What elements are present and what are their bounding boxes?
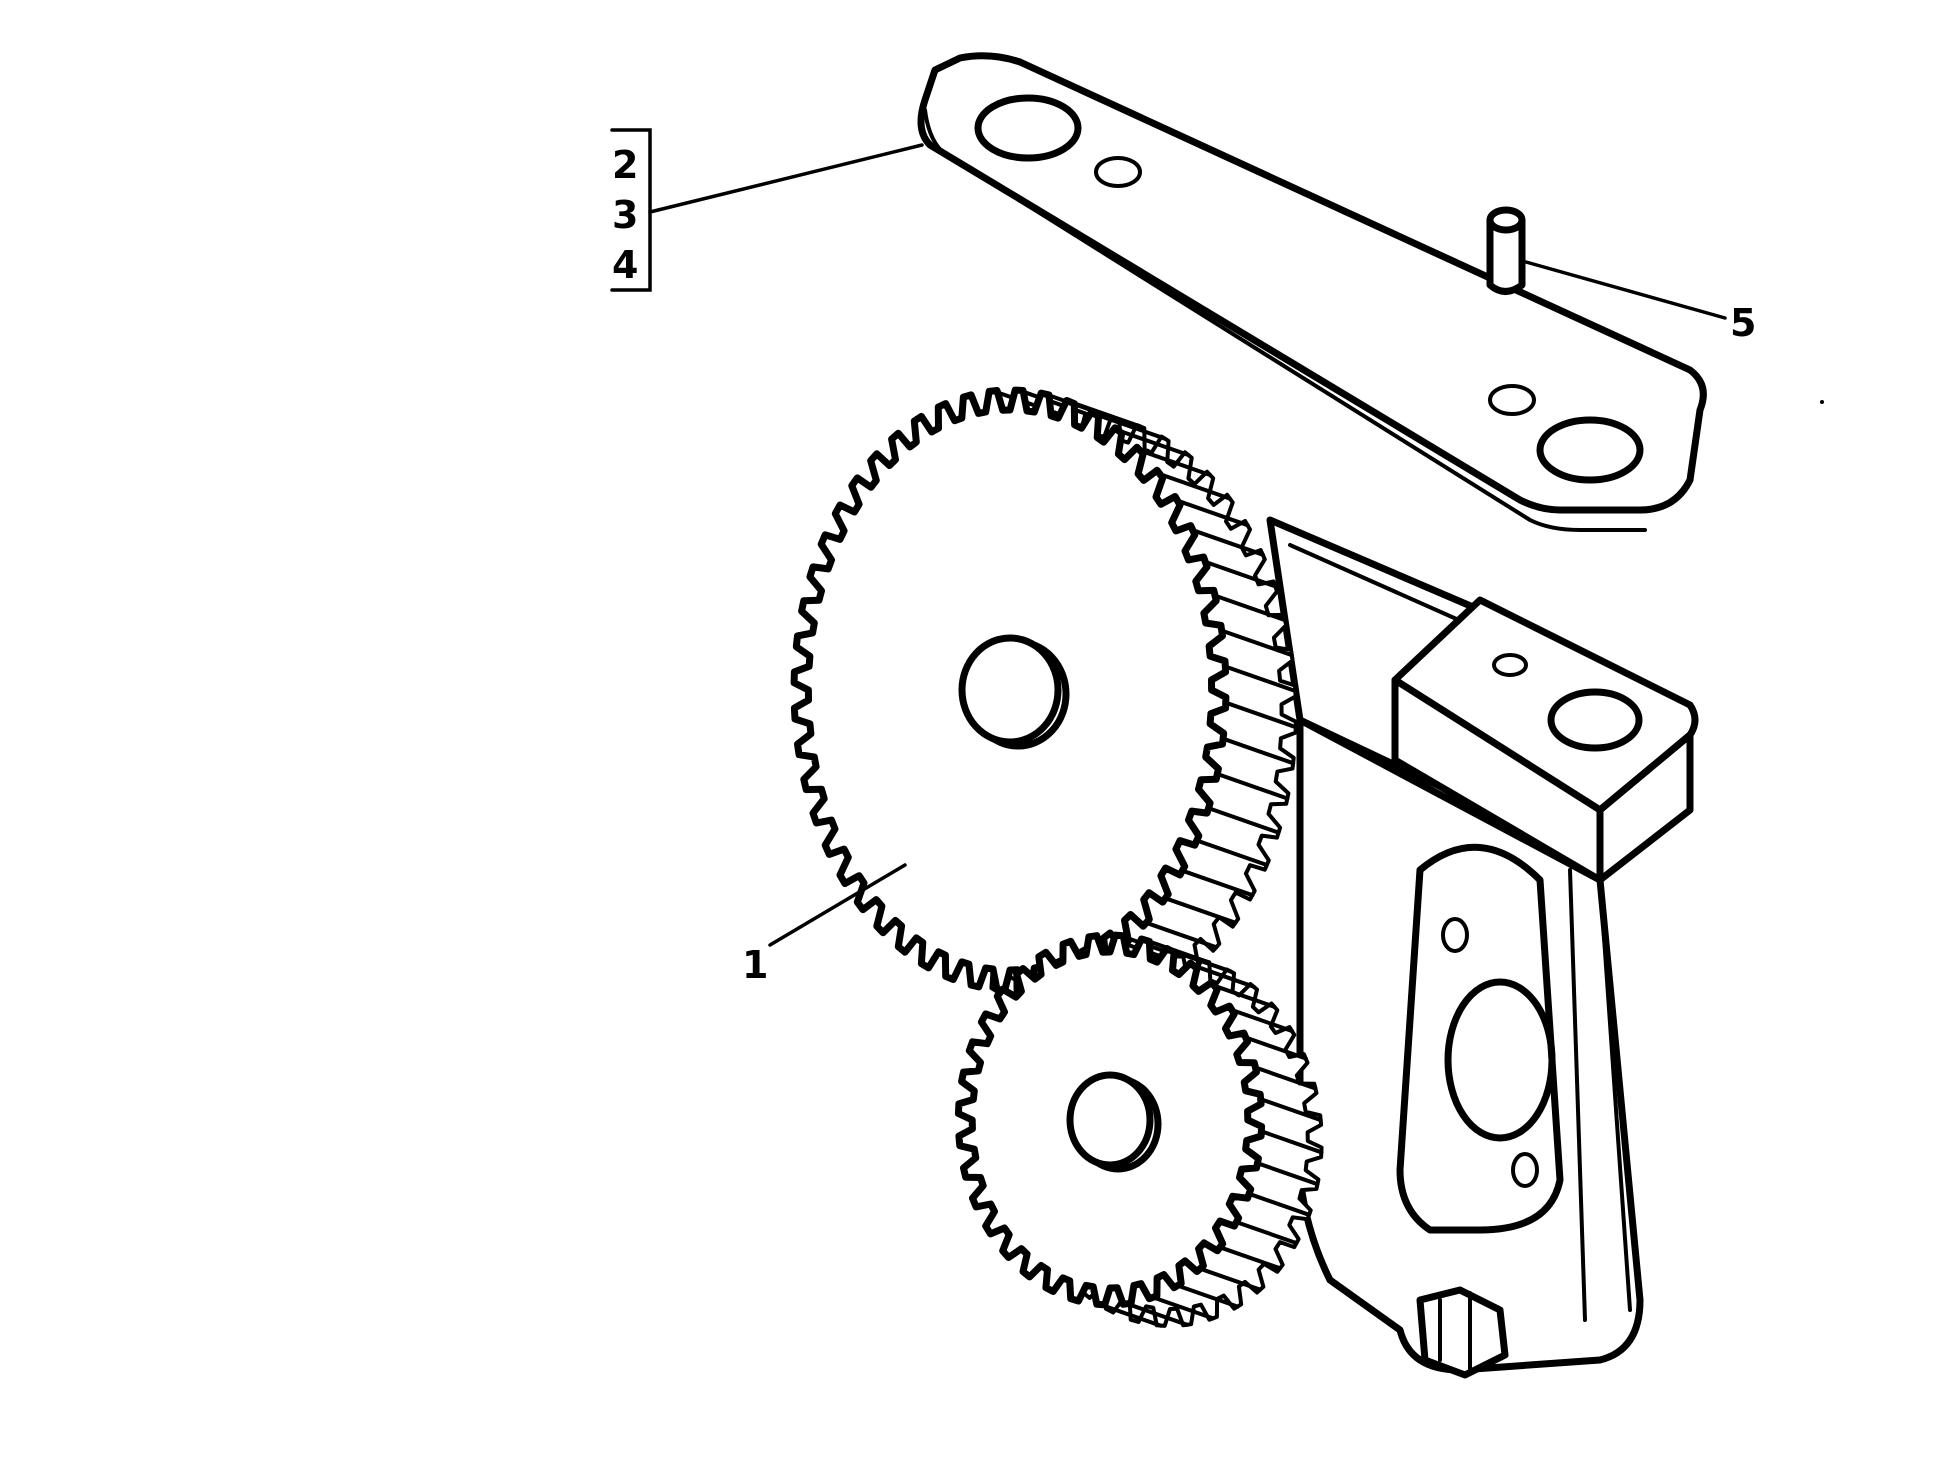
gear-tooth-edge [1255, 1161, 1320, 1187]
pump-housing [1266, 516, 1699, 1379]
gear-tooth-edge [1258, 1097, 1323, 1123]
callout-group-1: 1 [742, 863, 907, 987]
large-drive-gear [790, 386, 1298, 1017]
gear-tooth-edge [1093, 412, 1168, 441]
gear-tooth-edge [1125, 1301, 1190, 1327]
gear-tooth-edge [1212, 983, 1277, 1009]
gear-tooth-edge [1234, 1220, 1299, 1246]
callout-4: 4 [612, 243, 638, 287]
gear-tooth-edge [1168, 948, 1233, 974]
gear-tooth-edge [1223, 700, 1298, 730]
gear-tooth-edge [1144, 920, 1219, 950]
gear-tooth-edge [1175, 498, 1250, 528]
callout-3: 3 [612, 193, 638, 237]
callout-5: 5 [1730, 301, 1756, 345]
gear-tooth-edge [1243, 1035, 1308, 1061]
gear-tooth-edge [1213, 593, 1287, 623]
housing-bore [1444, 978, 1556, 1142]
gear-hub [958, 634, 1062, 746]
gear-tooth-edge [1223, 664, 1298, 693]
gear-tooth-edge [1259, 1129, 1324, 1155]
plate-small-hole-right [1488, 384, 1536, 416]
callout-2: 2 [612, 143, 638, 187]
gear-tooth-edge [1190, 528, 1265, 557]
gear-tooth-edge [1116, 428, 1191, 457]
top-plate [917, 52, 1707, 532]
gear-tooth-edge [1203, 559, 1278, 589]
gear-tooth-edge [1175, 1283, 1240, 1309]
gear-tooth-edge [1151, 1295, 1216, 1321]
plate-large-hole-right [1536, 416, 1644, 484]
plate-large-hole-left [974, 94, 1082, 162]
gear-tooth-edge [1157, 472, 1232, 501]
callout-1: 1 [742, 943, 768, 987]
plate-small-hole-left [1094, 156, 1142, 188]
gear-tooth-edge [1180, 868, 1255, 898]
gear-tooth-edge [1068, 400, 1143, 429]
gear-tooth-edge [1219, 628, 1294, 658]
gear-tooth-edge [1206, 806, 1281, 835]
gear-tooth-edge [1253, 1065, 1318, 1091]
speck [1820, 400, 1824, 404]
gear-tooth-edge [1138, 448, 1213, 477]
gear-tooth-edge [1247, 1191, 1312, 1217]
gear-tooth-edge [1194, 838, 1269, 867]
gear-tooth-edge [1229, 1008, 1294, 1033]
boss-large-hole [1547, 688, 1643, 752]
gear-tooth-edge [1218, 1245, 1282, 1271]
gear-tooth-edge [1221, 736, 1296, 766]
boss-small-hole [1492, 653, 1528, 677]
gear-tooth-edge [1098, 1302, 1163, 1328]
small-driven-gear [954, 931, 1324, 1328]
callout-group-5: 5 [1524, 260, 1756, 345]
gear-tooth-edge [1198, 1266, 1263, 1292]
gear-hub [1066, 1071, 1154, 1169]
mounting-bolt [1416, 1286, 1509, 1379]
flange-hole-bottom [1511, 1152, 1539, 1188]
dowel-pin [1486, 206, 1526, 295]
gear-tooth-edge [1215, 772, 1290, 801]
flange-hole-top [1441, 917, 1469, 953]
callout-group-2-3-4: 2 3 4 [610, 128, 924, 292]
gear-tooth-edge [1163, 896, 1238, 925]
gear-tooth-edge [1191, 963, 1256, 989]
